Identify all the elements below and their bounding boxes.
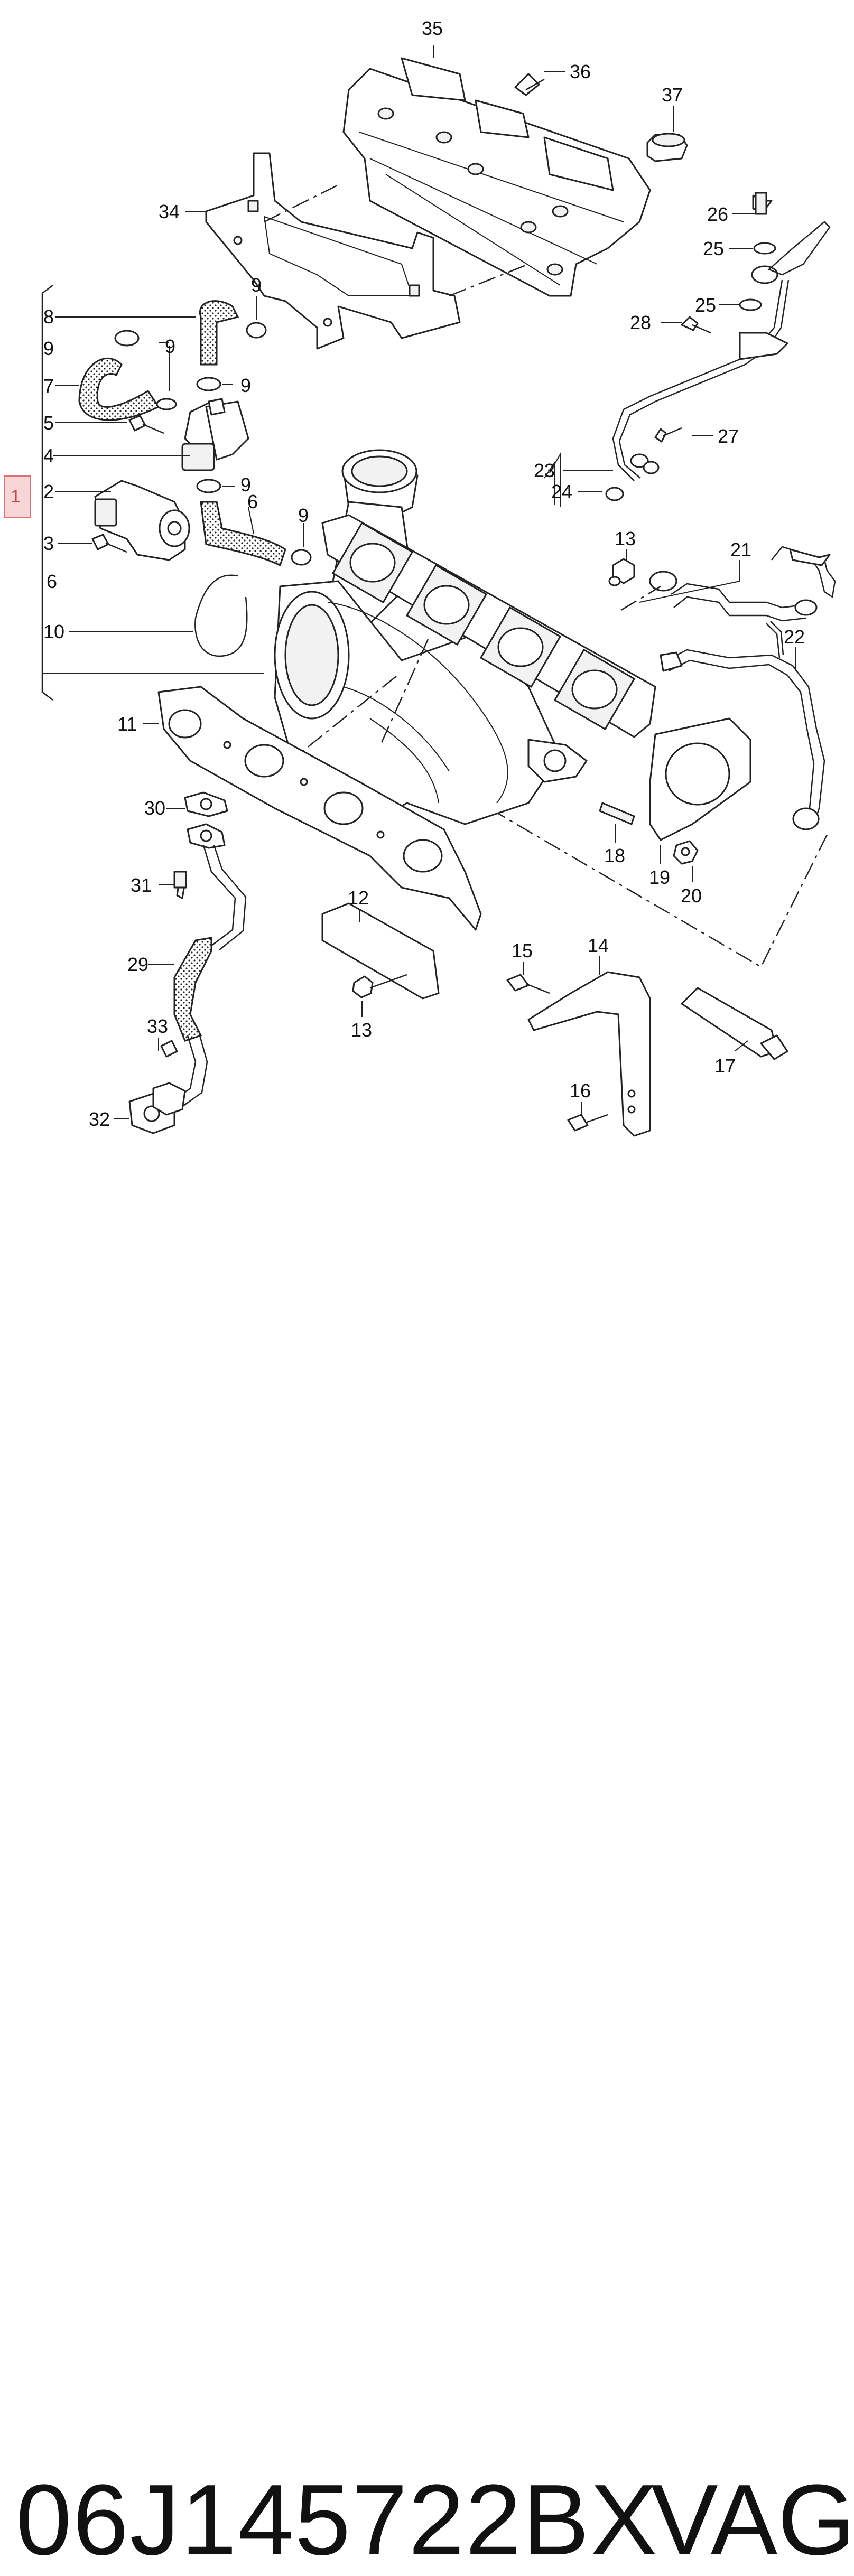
callout-label: 14 — [588, 935, 609, 956]
actuator-part — [94, 480, 190, 561]
turbocharger-part — [274, 449, 656, 825]
callout-label: 28 — [630, 312, 651, 333]
callout-label: 32 — [89, 1108, 110, 1130]
footer: 06J145722BX VAG — [0, 1231, 854, 2573]
dash-leader — [449, 263, 529, 297]
callout-label: 24 — [551, 481, 572, 502]
nut-20-part — [673, 840, 699, 865]
bolt-15-part — [506, 974, 550, 994]
callout-label: 8 — [43, 306, 54, 328]
hose-6-part — [200, 501, 286, 567]
callout-label: 26 — [707, 203, 728, 225]
callout-label: 23 — [534, 460, 555, 481]
callout-label: 17 — [714, 1055, 736, 1077]
heat-shield-part — [342, 57, 651, 297]
grommet-37-part — [646, 133, 688, 162]
callout-label: 13 — [351, 1019, 372, 1041]
selected-part-marker[interactable]: 1 — [4, 475, 31, 518]
callout-label: 36 — [570, 61, 591, 82]
callout-label: 9 — [43, 338, 54, 359]
bolt-5-part — [128, 415, 164, 434]
solenoid-valve-part — [181, 398, 249, 471]
callout-label: 19 — [649, 866, 670, 888]
callout-label: 9 — [240, 474, 251, 496]
callout-label: 5 — [43, 412, 54, 434]
hose-7-part — [78, 358, 160, 421]
bolt-36-part — [514, 73, 545, 96]
exploded-parts-diagram: 35 36 37 34 26 25 25 28 9 8 9 9 7 9 5 4 … — [41, 17, 836, 1137]
callout-label: 27 — [718, 425, 739, 447]
callout-label: 31 — [131, 874, 152, 896]
bolt-3-part — [91, 534, 127, 553]
hose-8-part — [199, 300, 239, 366]
stud-18-part — [599, 802, 635, 825]
callout-label: 6 — [247, 491, 258, 512]
oil-feed-line-part — [605, 192, 836, 830]
seal-ring-10-part — [194, 574, 248, 657]
brand-text: VAG — [651, 2464, 854, 2576]
callout-label: 6 — [47, 571, 57, 592]
bolt-16-part — [567, 1114, 608, 1132]
callout-labels: 35 36 37 34 26 25 25 28 9 8 9 9 7 9 5 4 … — [43, 17, 805, 1130]
callout-label: 34 — [159, 201, 180, 222]
callout-label: 10 — [43, 621, 64, 642]
flange-gasket-19-part — [649, 717, 751, 841]
sealant-tube-17-part — [681, 987, 788, 1060]
callout-label: 15 — [512, 940, 533, 962]
callout-label: 9 — [251, 274, 262, 296]
part-number-text: 06J145722BX — [16, 2464, 658, 2576]
callout-label: 21 — [730, 539, 751, 561]
callout-label: 35 — [422, 17, 443, 39]
dash-leader — [379, 639, 429, 745]
dash-leader — [290, 676, 397, 761]
oil-return-line-part — [128, 791, 247, 1134]
callout-label: 7 — [43, 375, 54, 397]
diagram-canvas: 35 36 37 34 26 25 25 28 9 8 9 9 7 9 5 4 … — [41, 17, 836, 1137]
dash-leader — [620, 585, 661, 611]
callout-label: 25 — [695, 294, 716, 316]
callout-label: 29 — [127, 954, 148, 975]
callout-label: 12 — [348, 887, 369, 909]
callout-label: 13 — [615, 528, 636, 549]
callout-label: 22 — [784, 626, 805, 648]
manifold-gasket-part — [157, 686, 482, 931]
callout-label: 2 — [43, 481, 54, 502]
callout-label: 3 — [43, 533, 54, 554]
callout-label: 20 — [681, 885, 702, 907]
callout-label: 11 — [117, 713, 137, 735]
mounting-bracket-part — [205, 152, 461, 350]
callout-label: 9 — [240, 375, 251, 396]
callout-label: 4 — [43, 445, 54, 466]
support-bracket-14-part — [527, 971, 651, 1137]
leader-lines — [53, 45, 796, 1119]
callout-label: 25 — [703, 238, 724, 259]
callout-label: 16 — [570, 1080, 591, 1102]
group-bracket — [41, 285, 53, 701]
callout-label: 18 — [604, 845, 625, 866]
callout-label: 9 — [298, 505, 309, 526]
nut-13-part — [608, 558, 635, 586]
dash-leader — [380, 744, 828, 968]
callout-label: 33 — [147, 1015, 168, 1037]
heat-shield-12-part — [321, 902, 440, 1000]
callout-label: 9 — [165, 335, 175, 357]
dash-leader — [264, 184, 339, 223]
callout-label: 30 — [144, 797, 165, 819]
clamps-9-part — [114, 322, 312, 566]
callout-label: 37 — [662, 84, 683, 106]
